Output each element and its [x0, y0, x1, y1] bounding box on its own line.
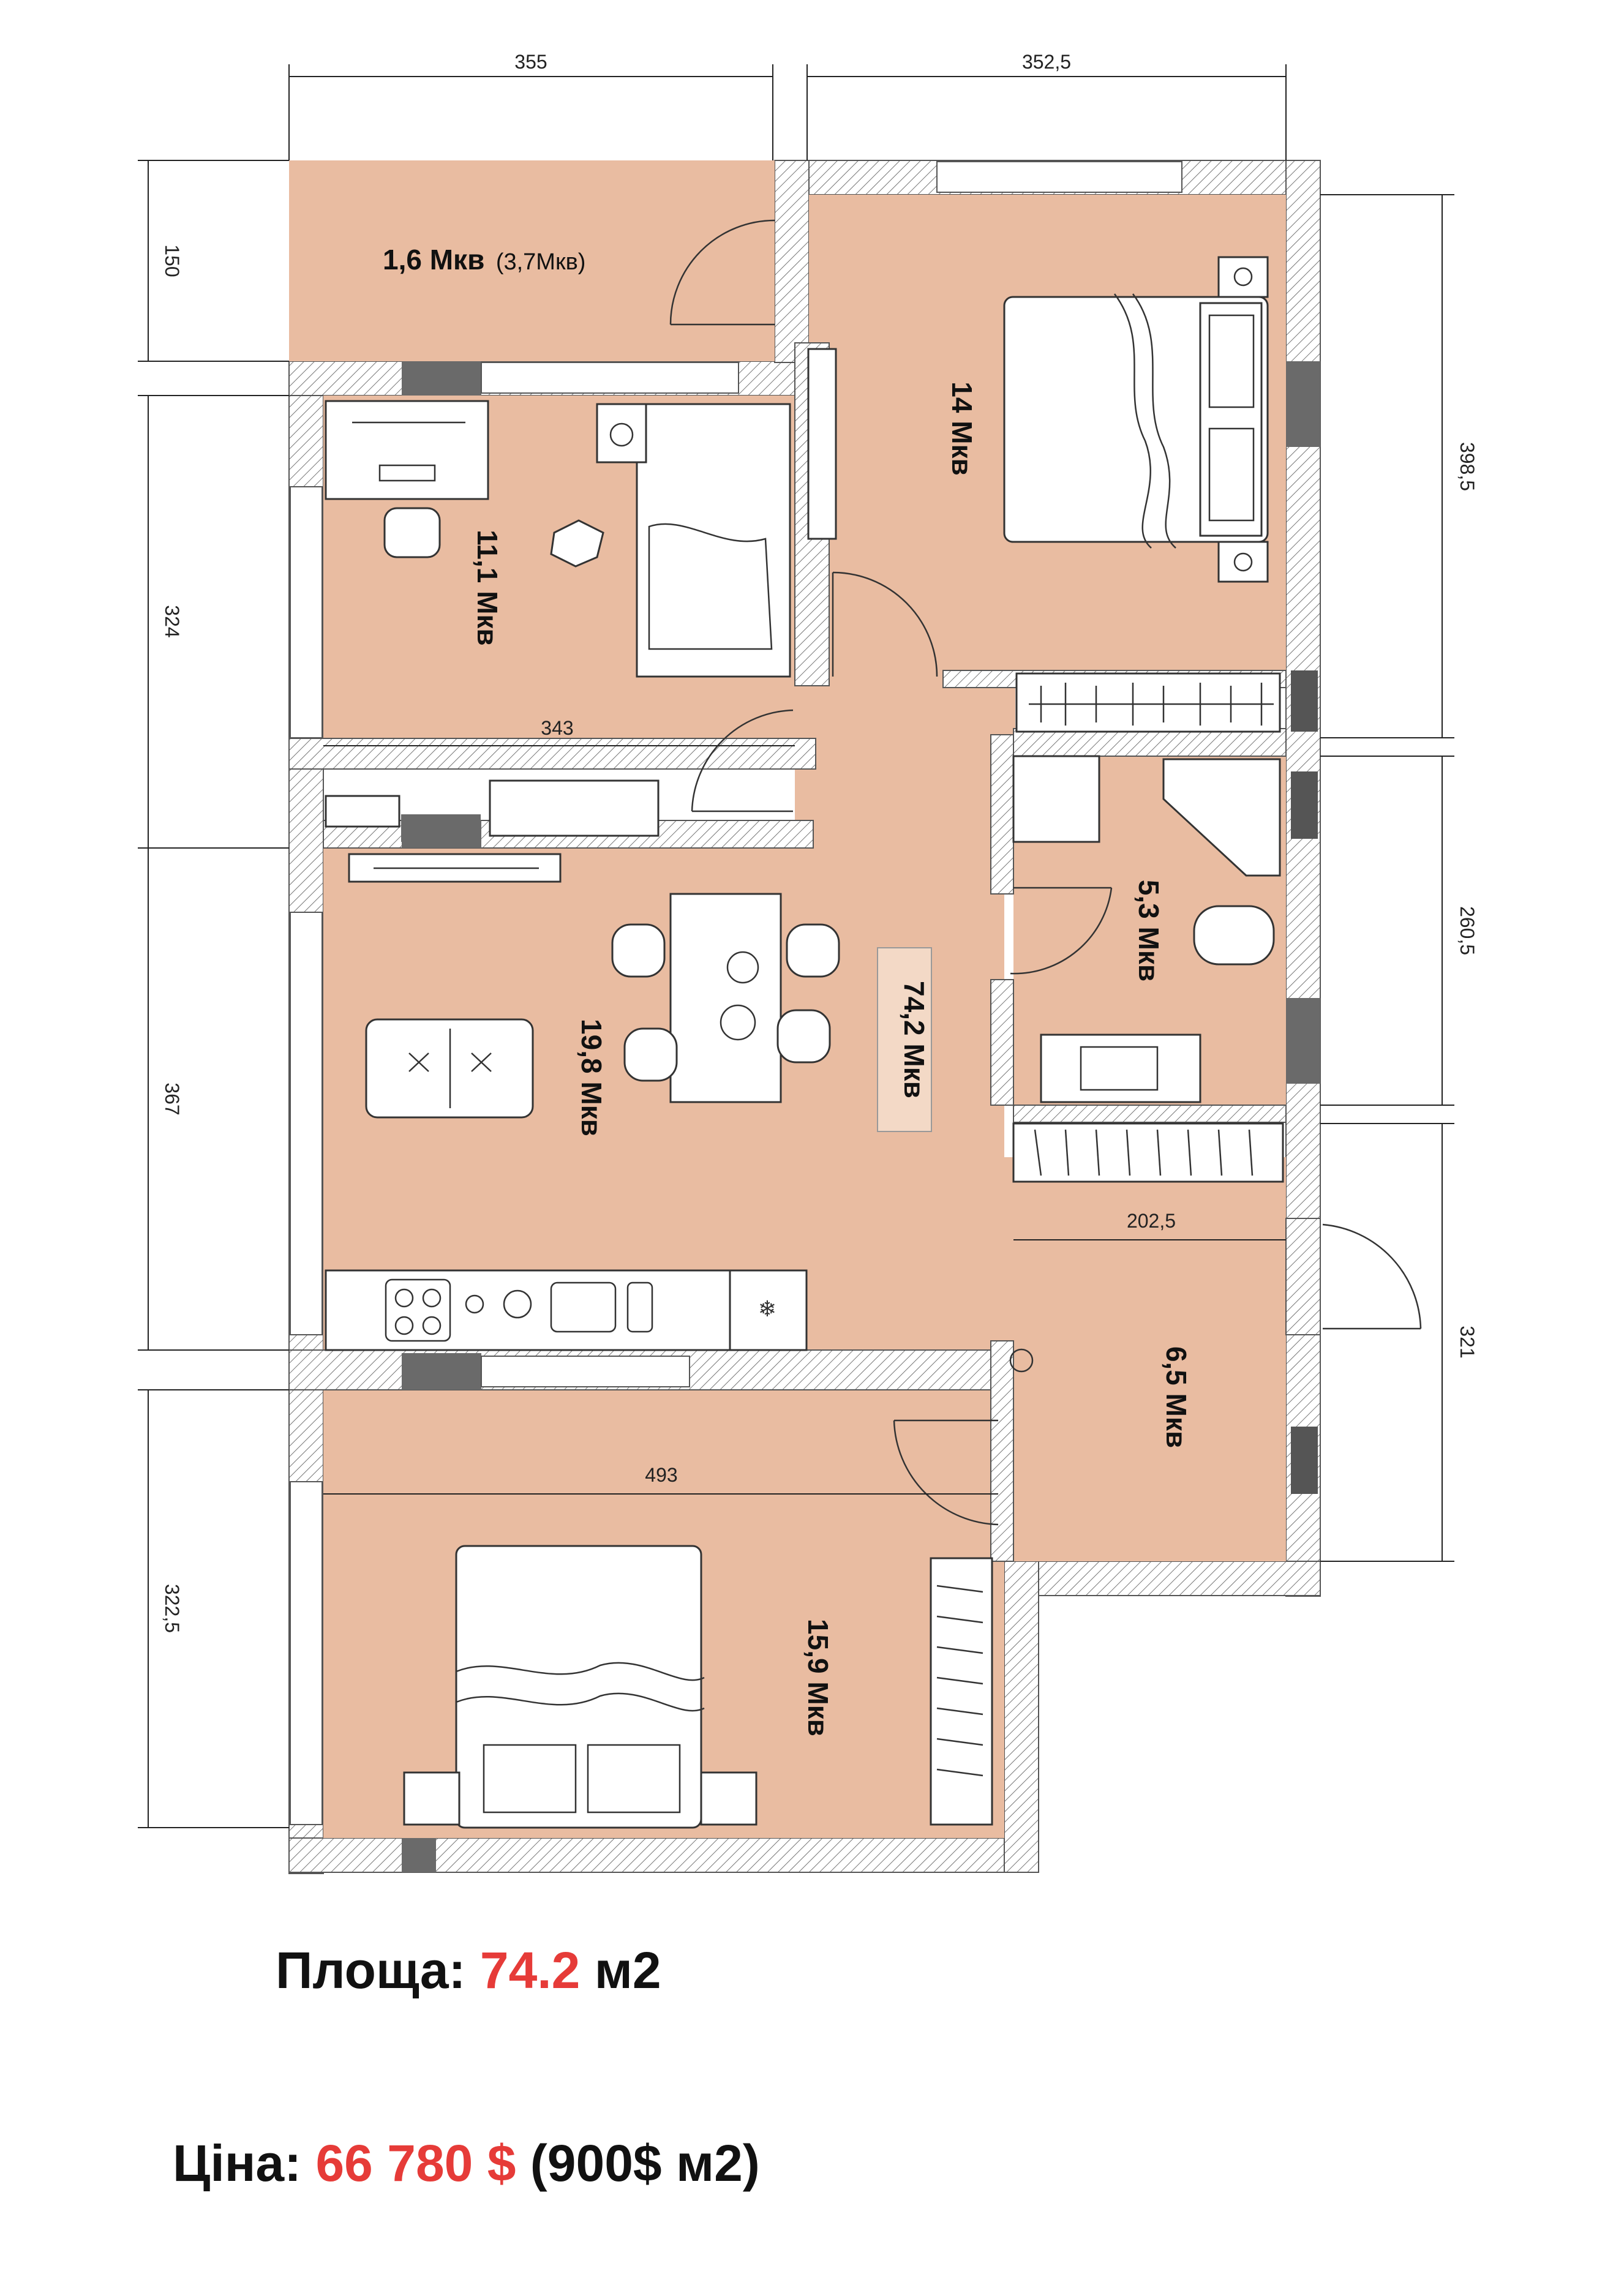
dim-right-3: 321 — [1456, 1326, 1478, 1358]
washer-icon — [1012, 755, 1100, 843]
dim-right-1: 398,5 — [1456, 442, 1478, 491]
area-unit: м2 — [594, 1941, 661, 1999]
pillow-icon — [550, 519, 604, 568]
svg-text:1,6 Мкв (3,7Мкв): 1,6 Мкв (3,7Мкв) — [383, 244, 585, 276]
windows — [290, 161, 1182, 1825]
window-pillars — [402, 361, 1320, 1872]
dimension-lines — [138, 64, 1454, 1828]
price-note: (900$ м2) — [530, 2134, 760, 2192]
chair-icon — [383, 507, 441, 558]
room-labels: 1,6 Мкв (3,7Мкв) 14 Мкв 11,1 Мкв 19,8 Мк… — [383, 244, 1192, 1736]
kitchen-counter-icon — [325, 1269, 731, 1351]
price-summary: Ціна: 66 780 $ (900$ м2) — [173, 2134, 760, 2193]
sink-icon — [550, 1281, 617, 1333]
nightstand-icon — [403, 1771, 461, 1826]
chair-icon — [623, 1027, 678, 1082]
dim-left-3: 367 — [161, 1082, 183, 1115]
area-label: Площа: — [276, 1941, 466, 1999]
wardrobe-icon — [1015, 672, 1281, 733]
total-area-badge: 74,2 Мкв — [877, 947, 932, 1132]
label-office-area: 11,1 Мкв — [472, 530, 503, 645]
desk-icon — [325, 400, 489, 500]
bedroom-wardrobe-icon — [930, 1557, 993, 1826]
room-balcony — [289, 160, 775, 361]
dim-office-width: 343 — [541, 717, 573, 739]
svg-text:❄: ❄ — [758, 1296, 776, 1321]
dim-corridor-width: 202,5 — [1127, 1210, 1176, 1232]
nightstand-icon — [1217, 541, 1269, 583]
label-bedroom-top-area: 14 Мкв — [946, 381, 978, 476]
label-balcony-extra: (3,7Мкв) — [496, 249, 586, 275]
dim-top-left: 355 — [514, 51, 547, 73]
hall-wardrobe-icon — [1012, 1122, 1284, 1183]
label-total-area: 74,2 Мкв — [898, 981, 930, 1098]
toilet-icon — [1193, 905, 1275, 966]
mirror-icon — [807, 348, 837, 540]
label-bedroom-bottom-area: 15,9 Мкв — [802, 1619, 834, 1736]
bath-sink-icon — [1040, 1034, 1201, 1103]
label-hall-area: 6,5 Мкв — [1160, 1346, 1192, 1448]
label-living-area: 19,8 Мкв — [576, 1019, 607, 1136]
dining-table-icon — [669, 893, 782, 1103]
nightstand-icon — [1217, 256, 1269, 298]
dim-left-1: 150 — [161, 244, 183, 277]
label-bathroom-area: 5,3 Мкв — [1133, 880, 1165, 981]
dim-bedroom-width: 493 — [645, 1464, 677, 1486]
shower-icon — [1162, 758, 1281, 877]
label-balcony-area: 1,6 Мкв — [383, 244, 484, 276]
area-value: 74.2 — [479, 1941, 581, 1999]
dimension-labels: 355 352,5 150 324 367 322,5 398,5 260,5 … — [161, 51, 1478, 1633]
furniture: ❄ — [325, 256, 1318, 1829]
dim-right-2: 260,5 — [1456, 906, 1478, 955]
dim-top-right: 352,5 — [1022, 51, 1071, 73]
bed-office-icon — [636, 403, 791, 678]
room-hall — [1004, 1157, 1286, 1561]
dim-left-4: 322,5 — [161, 1584, 183, 1633]
price-label: Ціна: — [173, 2134, 302, 2192]
chair-icon — [776, 1009, 831, 1064]
bed-bottom-icon — [455, 1545, 702, 1829]
chair-icon — [786, 923, 840, 978]
nightstand-icon — [700, 1771, 757, 1826]
area-summary: Площа: 74.2 м2 — [276, 1941, 661, 2000]
price-value: 66 780 $ — [315, 2134, 516, 2192]
doors — [669, 219, 1422, 1526]
chair-icon — [611, 923, 666, 978]
dim-left-2: 324 — [161, 605, 183, 637]
